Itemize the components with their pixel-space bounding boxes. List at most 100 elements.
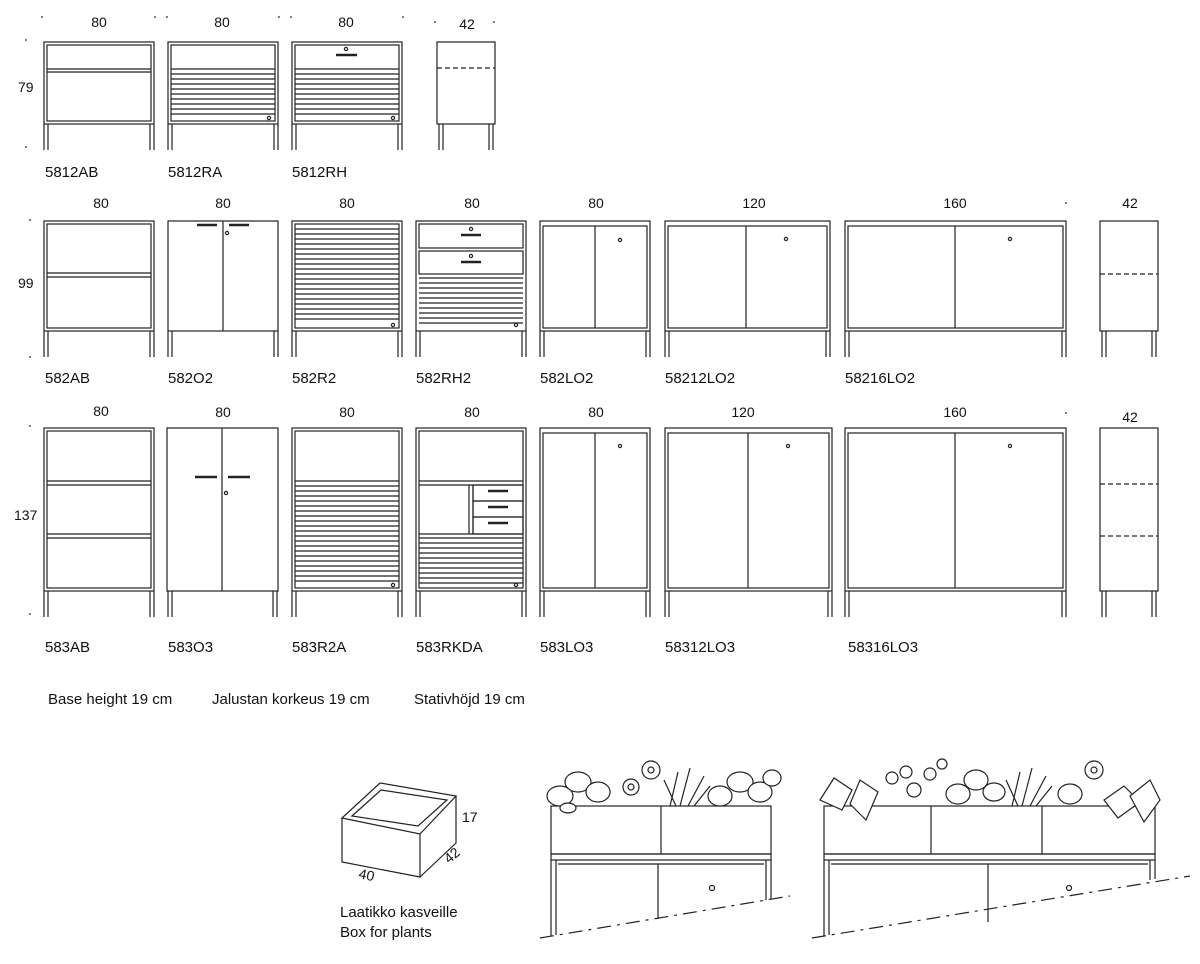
width-label: 80 bbox=[339, 195, 355, 211]
cabinet-582AB bbox=[43, 220, 155, 357]
product-code: 5812AB bbox=[45, 164, 98, 181]
product-code: 58212LO2 bbox=[665, 370, 735, 387]
product-code: 582R2 bbox=[292, 370, 336, 387]
lock-icon bbox=[223, 490, 229, 496]
product-code: 583LO3 bbox=[540, 639, 593, 656]
width-label: 120 bbox=[731, 404, 755, 420]
plant-box-height: 17 bbox=[462, 809, 478, 825]
width-label: 80 bbox=[215, 404, 231, 420]
cabinet-58312LO3 bbox=[664, 427, 833, 617]
plant-box-label-en: Box for plants bbox=[340, 924, 432, 941]
width-label: 80 bbox=[588, 404, 604, 420]
lock-icon bbox=[343, 46, 349, 52]
cabinet-side-view bbox=[436, 41, 496, 150]
cabinet-583AB bbox=[43, 427, 155, 617]
product-code: 583RKDA bbox=[416, 639, 483, 656]
cabinet-5812AB bbox=[43, 41, 155, 150]
product-code: 58312LO3 bbox=[665, 639, 735, 656]
tambour-slats bbox=[295, 485, 399, 582]
lock-icon bbox=[617, 443, 623, 449]
tambour-slats bbox=[419, 277, 523, 324]
product-code: 58216LO2 bbox=[845, 370, 915, 387]
cabinet-582LO2 bbox=[539, 220, 651, 357]
cabinet-582O2 bbox=[167, 220, 279, 357]
plant-box-width: 40 bbox=[357, 865, 376, 884]
width-label: 80 bbox=[464, 404, 480, 420]
width-label: 42 bbox=[459, 16, 475, 32]
product-code: 5812RA bbox=[168, 164, 222, 181]
cabinet-58216LO2 bbox=[844, 220, 1067, 357]
width-label: 80 bbox=[91, 14, 107, 30]
lock-icon bbox=[1007, 236, 1013, 242]
lock-icon bbox=[785, 443, 791, 449]
width-label: 120 bbox=[742, 195, 766, 211]
row-1: 80 80 80 42 79 bbox=[18, 14, 496, 181]
product-code: 583O3 bbox=[168, 639, 213, 656]
plants-illustration bbox=[819, 758, 1161, 824]
cabinet-58316LO3 bbox=[844, 427, 1067, 617]
lock-icon bbox=[224, 230, 230, 236]
width-label: 80 bbox=[214, 14, 230, 30]
lock-icon bbox=[513, 322, 519, 328]
width-label: 80 bbox=[93, 403, 109, 419]
product-code: 58316LO3 bbox=[848, 639, 918, 656]
row-3: 80 80 80 80 80 120 160 42 137 bbox=[14, 403, 1159, 656]
cabinet-58212LO2 bbox=[664, 220, 831, 357]
base-height-fi: Jalustan korkeus 19 cm bbox=[212, 691, 370, 708]
lock-icon bbox=[783, 236, 789, 242]
base-height-sv: Stativhöjd 19 cm bbox=[414, 691, 525, 708]
width-label: 160 bbox=[943, 404, 967, 420]
planter-cabinet-small bbox=[539, 760, 791, 939]
cabinet-583O3 bbox=[166, 427, 279, 617]
base-height-en: Base height 19 cm bbox=[48, 691, 172, 708]
plants-illustration bbox=[546, 760, 782, 814]
lock-icon bbox=[617, 237, 623, 243]
lock-icon bbox=[390, 582, 396, 588]
width-label: 42 bbox=[1122, 195, 1138, 211]
lock-icon bbox=[390, 322, 396, 328]
cabinet-583R2A bbox=[291, 427, 403, 617]
width-label: 80 bbox=[339, 404, 355, 420]
lock-icon bbox=[708, 884, 716, 892]
product-code: 582LO2 bbox=[540, 370, 593, 387]
plant-box-label-fi: Laatikko kasveille bbox=[340, 904, 458, 921]
lock-icon bbox=[468, 253, 474, 259]
cabinet-583LO3 bbox=[539, 427, 651, 617]
cabinet-5812RA bbox=[167, 41, 279, 150]
cabinet-side-view bbox=[1099, 427, 1159, 617]
row-2: 80 80 80 80 80 120 160 42 99 bbox=[18, 195, 1159, 387]
planter-cabinet-large bbox=[811, 758, 1191, 939]
height-label: 137 bbox=[14, 507, 38, 523]
width-label: 80 bbox=[464, 195, 480, 211]
tambour-slats bbox=[171, 73, 275, 115]
cabinet-side-view bbox=[1099, 220, 1159, 357]
base-height-notes: Base height 19 cm Jalustan korkeus 19 cm… bbox=[48, 691, 525, 708]
product-code: 583R2A bbox=[292, 639, 346, 656]
height-label: 99 bbox=[18, 275, 34, 291]
lock-icon bbox=[468, 226, 474, 232]
product-code: 582RH2 bbox=[416, 370, 471, 387]
tambour-slats bbox=[295, 228, 399, 320]
height-label: 79 bbox=[18, 79, 34, 95]
width-label: 42 bbox=[1122, 409, 1138, 425]
lock-icon bbox=[513, 582, 519, 588]
product-code: 583AB bbox=[45, 639, 90, 656]
tambour-slats bbox=[295, 73, 399, 115]
product-code: 5812RH bbox=[292, 164, 347, 181]
cabinet-5812RH bbox=[291, 41, 403, 150]
dimension-tick-dots bbox=[25, 16, 1067, 615]
tambour-slats bbox=[419, 542, 523, 584]
cabinet-582R2 bbox=[291, 220, 403, 357]
width-label: 160 bbox=[943, 195, 967, 211]
cabinet-582RH2 bbox=[415, 220, 527, 357]
cabinet-583RKDA bbox=[415, 427, 527, 617]
product-code: 582AB bbox=[45, 370, 90, 387]
width-label: 80 bbox=[338, 14, 354, 30]
width-label: 80 bbox=[215, 195, 231, 211]
lock-icon bbox=[266, 115, 272, 121]
plant-box-drawing: 17 42 40 Laatikko kasveille Box for plan… bbox=[340, 782, 478, 941]
width-label: 80 bbox=[588, 195, 604, 211]
plant-box-depth: 42 bbox=[441, 844, 463, 866]
lock-icon bbox=[390, 115, 396, 121]
